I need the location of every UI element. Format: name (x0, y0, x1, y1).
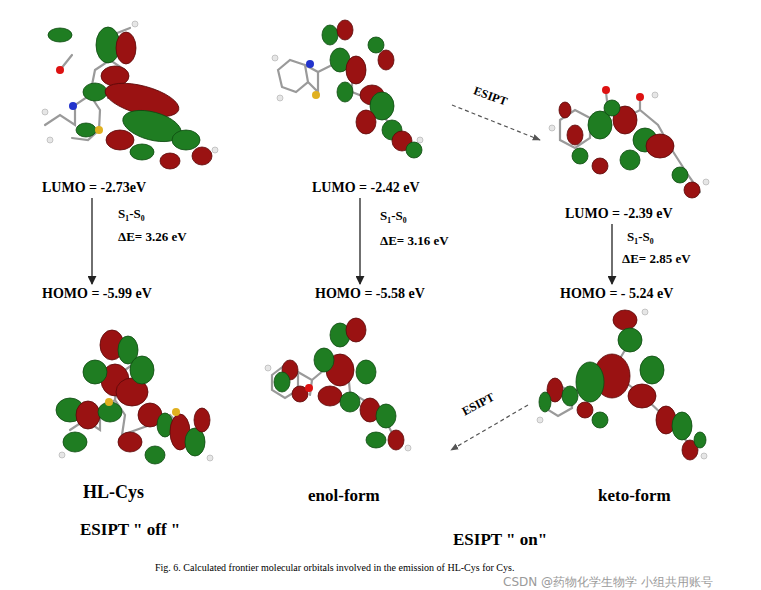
orbital-plot (56, 330, 213, 464)
figure-label: S₁-S₀ (627, 229, 654, 244)
energy-level: HOMO = -5.99 eV (38, 285, 234, 470)
energy-level: LUMO = -2.42 eV (266, 15, 452, 196)
figure-label: ESIPT " on" (453, 530, 547, 550)
figure-label: HL-Cys (83, 482, 144, 503)
orbital-plot (265, 318, 411, 451)
figure-label: keto-form (598, 486, 671, 506)
energy-level: HOMO = - 5.24 eV (528, 285, 724, 465)
figure-label: S₁-S₀ (118, 206, 145, 221)
orbital-energy: HOMO = -5.58 eV (315, 285, 451, 302)
orbital-energy: LUMO = -2.39 eV (565, 205, 726, 222)
figure-label: ΔE= 2.85 eV (622, 251, 691, 266)
figure-label: enol-form (308, 486, 380, 506)
orbital-energy: LUMO = -2.42 eV (312, 179, 452, 196)
orbital-energy: HOMO = -5.99 eV (42, 285, 234, 302)
transition-arrow (611, 224, 612, 284)
figure-label: S₁-S₀ (380, 208, 407, 223)
energy-level: LUMO = -2.39 eV (540, 80, 726, 222)
edge-label: ESIPT (459, 389, 497, 419)
energy-level: HOMO = -5.58 eV (255, 285, 451, 470)
figure-label: ΔE= 3.16 eV (380, 233, 449, 248)
figure-label: ΔE= 3.26 eV (118, 229, 187, 244)
orbital-plot (537, 309, 707, 460)
transition-arrow (359, 198, 360, 284)
figure-label: ESIPT " off " (80, 520, 180, 540)
orbital-energy: HOMO = - 5.24 eV (560, 285, 724, 302)
orbital-energy: LUMO = -2.73eV (42, 179, 234, 196)
orbital-plot (272, 20, 423, 158)
figure-caption: Fig. 6. Calculated frontier molecular or… (155, 562, 514, 574)
energy-level: LUMO = -2.73eV (38, 10, 234, 196)
orbital-plot (42, 21, 218, 169)
watermark: CSDN @药物化学生物学 小组共用账号 (503, 575, 713, 589)
esipt-arrow (452, 105, 540, 140)
edge-label: ESIPT (471, 83, 509, 109)
transition-arrow (91, 198, 92, 284)
orbital-plot (549, 86, 709, 198)
